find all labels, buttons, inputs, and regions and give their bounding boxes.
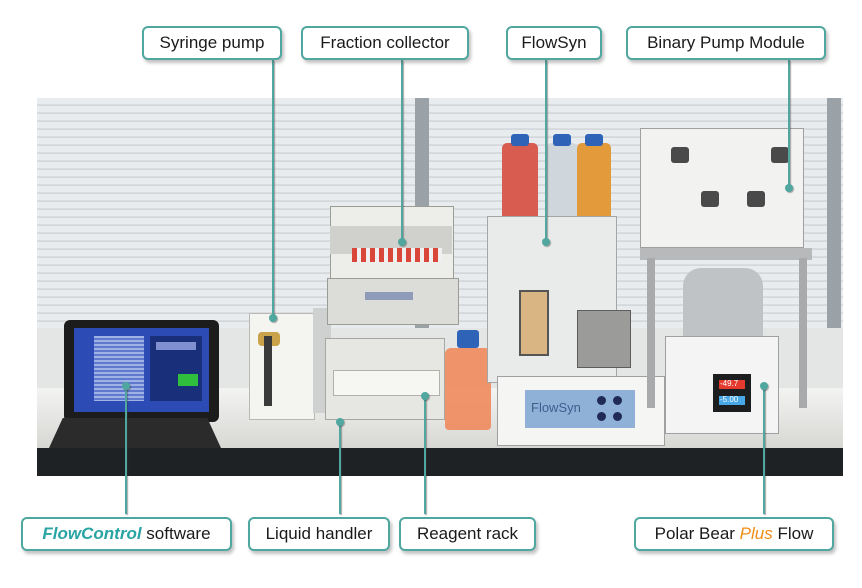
label-syringe-pump-text: Syringe pump: [159, 33, 265, 52]
bottle-cap: [585, 134, 603, 146]
connector-polar-bear: [763, 386, 765, 514]
software-data-grid: [94, 336, 144, 401]
connector-dot-syringe-pump: [269, 314, 277, 322]
syringe-pump-unit: [249, 313, 315, 420]
label-flowcontrol-software: FlowControl software: [21, 517, 232, 551]
label-syringe-pump: Syringe pump: [142, 26, 282, 60]
polar-bear-dome: [683, 268, 763, 340]
pump-head: [747, 191, 765, 207]
pump-head: [701, 191, 719, 207]
flowsyn-screen: FlowSyn: [525, 390, 635, 428]
label-binary-pump-module-text: Binary Pump Module: [647, 33, 805, 52]
label-flowcontrol-rest: software: [141, 524, 211, 543]
connector-binary-pump: [788, 60, 790, 188]
connector-syringe-pump: [272, 60, 274, 318]
label-flowsyn-text: FlowSyn: [521, 33, 587, 52]
label-polar-bear-suffix: Flow: [772, 524, 814, 543]
label-liquid-handler-text: Liquid handler: [265, 524, 373, 543]
connector-reagent-rack: [424, 396, 426, 514]
pump-head: [671, 147, 689, 163]
connector-dot-liquid-handler: [336, 418, 344, 426]
solvent-bottle-clear: [547, 143, 577, 223]
connector-dot-flowsyn: [542, 238, 550, 246]
flowcontrol-software-display: [74, 328, 209, 412]
connector-dot-binary-pump: [785, 184, 793, 192]
solvent-bottle-amber: [577, 143, 611, 223]
label-flowcontrol-emphasis: FlowControl: [42, 524, 142, 543]
syringe-pump-slot: [264, 336, 272, 406]
label-reagent-rack-text: Reagent rack: [416, 524, 519, 543]
polar-display-value-bottom: -5.00: [720, 395, 739, 404]
software-control-panel: [150, 336, 202, 401]
polar-display-readout-bottom: [719, 396, 745, 405]
flowsyn-coil-reactor: [577, 310, 631, 368]
solvent-bottle-red: [502, 143, 538, 223]
connector-dot-flowcontrol: [122, 382, 130, 390]
connector-dot-fraction-collector: [398, 238, 406, 246]
label-polar-bear-prefix: Polar Bear: [654, 524, 740, 543]
flowsyn-column-reactor: [519, 290, 549, 356]
fraction-collector-base: [327, 278, 459, 325]
reagent-rack-tray: [333, 370, 440, 396]
fraction-collector-label-plate: [365, 292, 413, 300]
laptop-screen: [64, 320, 219, 422]
label-flowsyn: FlowSyn: [506, 26, 602, 60]
software-panel-header: [156, 342, 196, 350]
label-reagent-rack: Reagent rack: [399, 517, 536, 551]
flowsyn-button: [597, 396, 606, 405]
connector-flowcontrol: [125, 386, 127, 514]
pump-stand-leg: [799, 258, 807, 408]
laptop-keyboard: [49, 418, 221, 448]
polar-bear-display: -49.7 -5.00: [713, 374, 751, 412]
label-fraction-collector-text: Fraction collector: [320, 33, 450, 52]
bottle-cap: [553, 134, 571, 146]
connector-fraction-collector: [401, 60, 403, 242]
flowsyn-button: [613, 396, 622, 405]
window-frame: [827, 98, 841, 338]
pump-stand: [640, 248, 812, 260]
fraction-collector-tubes: [352, 248, 442, 262]
polar-display-value-top: -49.7: [720, 379, 739, 388]
label-polar-bear-plus-flow: Polar Bear Plus Flow: [634, 517, 834, 551]
binary-pump-unit: [640, 128, 804, 248]
reagent-bottle-orange: [445, 348, 491, 430]
flowsyn-button: [613, 412, 622, 421]
lab-equipment-photo: FlowSyn -49.7 -5.00: [37, 98, 843, 476]
polar-display-readout-top: [719, 380, 745, 389]
connector-dot-reagent-rack: [421, 392, 429, 400]
label-fraction-collector: Fraction collector: [301, 26, 469, 60]
label-polar-bear-plus: Plus: [739, 524, 773, 543]
software-panel-indicator: [178, 374, 198, 386]
label-liquid-handler: Liquid handler: [248, 517, 390, 551]
bottle-cap: [511, 134, 529, 146]
pump-head: [771, 147, 789, 163]
connector-liquid-handler: [339, 422, 341, 514]
pump-stand-leg: [647, 258, 655, 408]
connector-flowsyn: [545, 60, 547, 242]
reagent-bottle-cap: [457, 330, 479, 348]
bench-edge: [37, 448, 843, 476]
flowsyn-screen-text: FlowSyn: [531, 400, 581, 415]
label-binary-pump-module: Binary Pump Module: [626, 26, 826, 60]
connector-dot-polar-bear: [760, 382, 768, 390]
flowsyn-button: [597, 412, 606, 421]
